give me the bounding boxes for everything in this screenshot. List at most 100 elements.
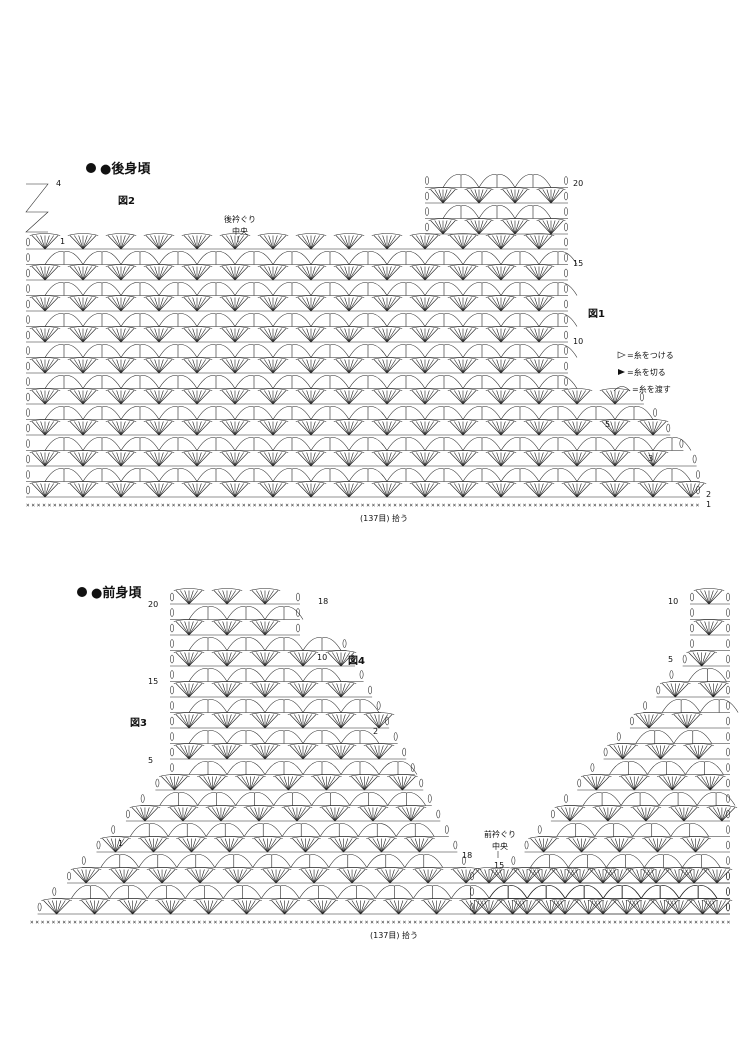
svg-text:×: × [219,919,223,926]
row-number: 15 [573,259,583,268]
svg-text:×: × [316,919,320,926]
svg-text:×: × [46,919,50,926]
svg-text:×: × [210,502,214,509]
svg-text:×: × [602,919,606,926]
svg-text:×: × [102,502,106,509]
svg-text:×: × [485,502,489,509]
row-number: 5 [668,655,673,664]
svg-text:×: × [123,502,127,509]
svg-text:×: × [278,919,282,926]
svg-text:×: × [640,919,644,926]
row-number: 5 [605,420,610,429]
back-body-section: ●後身頃 図2 図1 後衿ぐり 中央 ×××××××××××××××××××××… [25,161,711,523]
svg-text:×: × [451,919,455,926]
row-number: 1 [118,839,123,848]
svg-text:×: × [559,919,563,926]
svg-text:×: × [575,919,579,926]
svg-text:×: × [296,502,300,509]
svg-text:×: × [478,919,482,926]
svg-text:×: × [457,919,461,926]
svg-text:×: × [64,502,68,509]
row-number: 2 [373,727,378,736]
svg-text:×: × [678,919,682,926]
svg-text:×: × [683,919,687,926]
svg-text:×: × [197,919,201,926]
svg-text:×: × [285,502,289,509]
svg-text:×: × [284,919,288,926]
svg-text:×: × [257,919,261,926]
svg-text:×: × [166,502,170,509]
svg-text:×: × [521,919,525,926]
svg-text:×: × [118,502,122,509]
row-number: 18 [318,597,328,606]
svg-text:×: × [419,919,423,926]
svg-text:×: × [170,919,174,926]
svg-text:×: × [399,502,403,509]
row-number: 3 [648,454,653,463]
svg-text:×: × [442,502,446,509]
svg-text:×: × [415,502,419,509]
svg-text:×: × [129,502,133,509]
svg-text:×: × [516,919,520,926]
svg-text:×: × [156,502,160,509]
svg-text:×: × [651,919,655,926]
svg-text:×: × [625,502,629,509]
svg-text:×: × [409,502,413,509]
svg-text:×: × [208,919,212,926]
back-neck-label: 後衿ぐり [224,214,256,224]
svg-text:×: × [193,502,197,509]
svg-text:×: × [512,502,516,509]
svg-text:×: × [566,502,570,509]
svg-text:×: × [431,502,435,509]
svg-text:×: × [231,502,235,509]
svg-text:×: × [426,502,430,509]
svg-text:×: × [111,919,115,926]
svg-text:×: × [716,919,720,926]
svg-text:×: × [327,919,331,926]
svg-text:×: × [381,919,385,926]
row-number: 20 [148,600,158,609]
svg-text:×: × [393,502,397,509]
svg-text:×: × [721,919,725,926]
svg-text:×: × [268,919,272,926]
svg-text:×: × [150,502,154,509]
svg-text:×: × [619,919,623,926]
svg-text:×: × [176,919,180,926]
svg-text:×: × [588,502,592,509]
svg-text:×: × [75,502,79,509]
svg-text:×: × [403,919,407,926]
front-neck-center-label: 中央 [492,841,508,851]
svg-text:×: × [177,502,181,509]
svg-text:×: × [345,502,349,509]
svg-text:×: × [274,502,278,509]
svg-text:×: × [489,919,493,926]
row-number: 20 [573,179,583,188]
row-number: 4 [56,179,61,188]
bullet-icon [77,587,87,597]
svg-text:×: × [667,919,671,926]
svg-text:×: × [289,919,293,926]
svg-text:×: × [361,502,365,509]
svg-text:×: × [501,502,505,509]
svg-text:×: × [424,919,428,926]
svg-text:×: × [669,502,673,509]
svg-text:×: × [430,919,434,926]
legend-cut: =糸を切る [627,367,666,377]
svg-text:×: × [571,502,575,509]
svg-text:×: × [215,502,219,509]
svg-text:×: × [328,502,332,509]
svg-text:×: × [446,919,450,926]
svg-text:×: × [26,502,30,509]
cut-yarn-icon [618,369,625,375]
front-pickup-label: (137目) 拾う [370,930,418,940]
svg-text:×: × [96,502,100,509]
svg-text:×: × [543,919,547,926]
svg-text:×: × [273,919,277,926]
back-neck-center-label: 中央 [232,226,248,236]
svg-text:×: × [80,502,84,509]
svg-text:×: × [629,919,633,926]
svg-text:×: × [145,502,149,509]
svg-text:×: × [548,919,552,926]
svg-text:×: × [138,919,142,926]
svg-text:×: × [386,919,390,926]
